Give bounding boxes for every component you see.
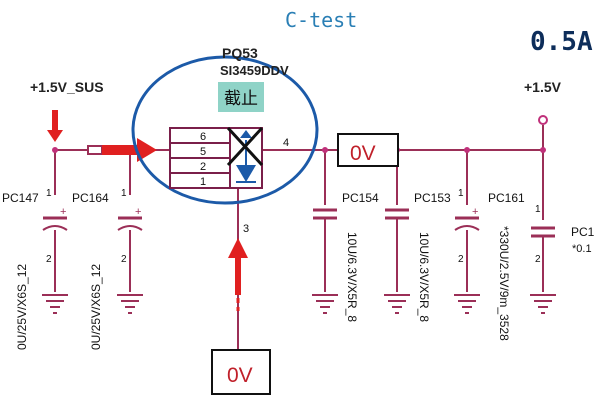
pc147-pin-1: 1: [46, 188, 52, 199]
pc161-value: *330U/2.5V/9m_3528: [497, 226, 511, 341]
main-rail-wire: [54, 125, 544, 350]
pc153-value: 10U/6.3V/X5R_8: [417, 232, 431, 322]
pc161-ref: PC161: [488, 191, 525, 205]
mosfet-pin-6: 6: [200, 131, 206, 143]
capacitor-symbols: [42, 208, 555, 292]
mosfet-pin-boxes: [169, 127, 231, 189]
pc1-ref: PC1: [571, 225, 595, 239]
ground-symbols: [42, 294, 556, 314]
mosfet-pin-2: 2: [200, 161, 206, 173]
mosfet-ref: PQ53: [222, 45, 258, 61]
pc147-ref: PC147: [2, 191, 39, 205]
gate-voltage-box: [211, 349, 271, 395]
svg-text:+: +: [135, 206, 141, 218]
pc154-value: 10U/6.3V/X5R_8: [345, 232, 359, 322]
svg-text:+: +: [60, 206, 66, 218]
pc1-pin-2: 2: [535, 254, 541, 265]
output-rail-terminal: [538, 115, 548, 125]
mosfet-state-text: 截止: [224, 89, 258, 108]
mosfet-pin-5: 5: [200, 146, 206, 158]
svg-text:+: +: [472, 206, 478, 218]
current-flow-arrows: [47, 110, 248, 295]
mosfet-pin-4: 4: [283, 137, 289, 149]
pc161-pin-2: 2: [458, 254, 464, 265]
pc164-pin-1: 1: [121, 188, 127, 199]
current-label: 0.5A: [530, 27, 593, 57]
pc164-value: 0U/25V/X6S_12: [89, 264, 103, 350]
mosfet-highlight-ellipse: [131, 55, 319, 205]
polarity-marks: + + +: [60, 206, 478, 218]
mosfet-pin-3: 3: [243, 223, 249, 235]
mosfet-pin-1: 1: [200, 176, 206, 188]
pc1-value: *0.1: [572, 243, 592, 255]
gate-voltage-value: 0V: [227, 364, 253, 387]
pc164-pin-2: 2: [121, 254, 127, 265]
input-rail-label: +1.5V_SUS: [30, 79, 104, 95]
pc153-ref: PC153: [414, 191, 451, 205]
pc147-pin-2: 2: [46, 254, 52, 265]
pc147-value: 0U/25V/X6S_12: [15, 264, 29, 350]
input-filter-element: [87, 145, 103, 155]
output-rail-label: +1.5V: [524, 79, 562, 95]
pc1-pin-1: 1: [535, 204, 541, 215]
mosfet-part: SI3459DDV: [220, 63, 289, 78]
output-voltage-box: [337, 133, 399, 167]
diagram-title: C-test: [285, 8, 357, 32]
pc154-ref: PC154: [342, 191, 379, 205]
output-voltage-value: 0V: [350, 142, 376, 165]
off-cross-icon: [226, 126, 264, 167]
pc161-pin-1: 1: [458, 188, 464, 199]
pc164-ref: PC164: [72, 191, 109, 205]
mosfet-state-badge: [218, 82, 264, 112]
